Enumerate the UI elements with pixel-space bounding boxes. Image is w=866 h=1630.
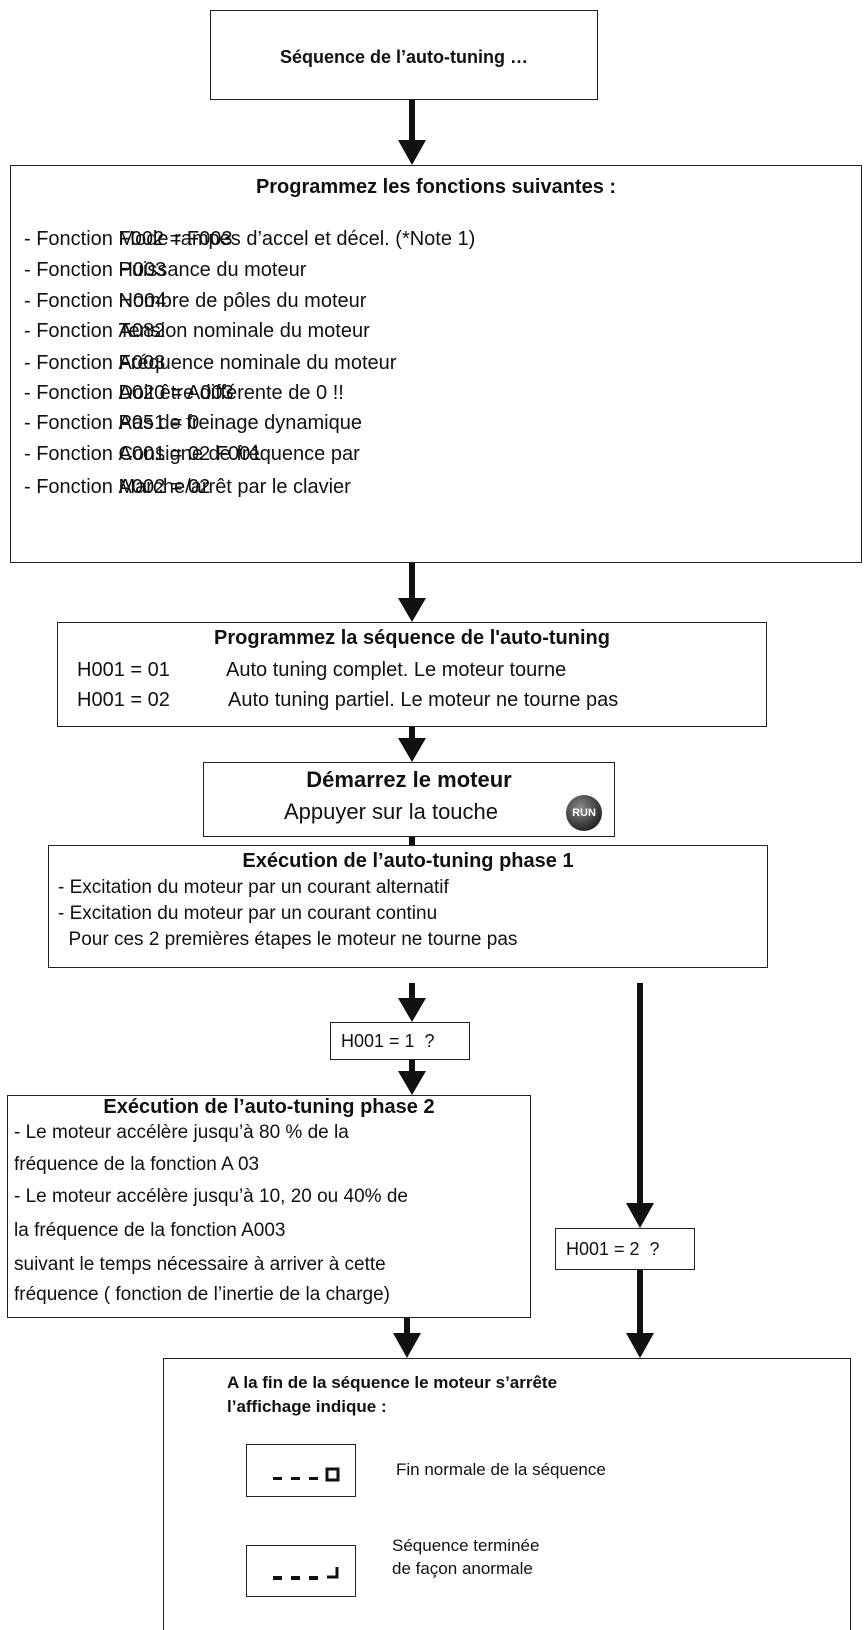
program-functions-title: Programmez les fonctions suivantes : [255, 176, 617, 198]
sequence-title: Séquence de l’auto-tuning … [279, 47, 528, 67]
autotuning-program-box: Programmez la séquence de l'auto-tuning … [57, 622, 767, 727]
check-h001-2-box: H001 = 2 ? [555, 1228, 695, 1270]
arrowhead-2 [398, 598, 426, 622]
phase2-line-5: suivant le temps nécessaire à arriver à … [14, 1254, 386, 1275]
phase2-line-2: fréquence de la fonction A 03 [14, 1154, 260, 1175]
normal-end-label: Fin normale de la séquence [396, 1460, 606, 1479]
end-title-line-2: l’affichage indique : [227, 1397, 387, 1416]
display-abnormal-end-glyphs [273, 1567, 339, 1580]
sequence-title-box: Séquence de l’auto-tuning … [210, 10, 598, 100]
check-h001-1-box: H001 = 1 ? [330, 1022, 470, 1060]
run-key-icon: RUN [566, 795, 602, 831]
display-normal-end [246, 1444, 356, 1497]
autotuning-program-title: Programmez la séquence de l'auto-tuning [214, 627, 610, 649]
phase1-line-3: Pour ces 2 premières étapes le moteur ne… [58, 929, 518, 950]
phase2-line-4: la fréquence de la fonction A003 [14, 1220, 286, 1241]
arrowhead-5 [398, 998, 426, 1022]
autotuning-code-2: H001 = 02 [77, 689, 170, 711]
display-normal-end-glyphs [273, 1467, 340, 1482]
check-h001-1: H001 = 1 ? [341, 1031, 435, 1051]
phase1-line-2: - Excitation du moteur par un courant co… [58, 903, 438, 924]
arrowhead-1 [398, 140, 426, 165]
arrowhead-3 [398, 738, 426, 762]
autotuning-code-1: H001 = 01 [77, 659, 170, 681]
arrowhead-9 [393, 1333, 421, 1358]
phase1-box: Exécution de l’auto-tuning phase 1 - Exc… [48, 845, 768, 968]
check-h001-2: H001 = 2 ? [566, 1239, 660, 1259]
autotuning-desc-1: Auto tuning complet. Le moteur tourne [226, 659, 567, 681]
program-functions-box: Programmez les fonctions suivantes : - F… [10, 165, 862, 563]
start-motor-title: Démarrez le moteur [306, 767, 512, 792]
abnormal-end-label-1: Séquence terminée [392, 1536, 540, 1555]
phase2-line-1: - Le moteur accélère jusqu’à 80 % de la [14, 1122, 349, 1143]
autotuning-desc-2: Auto tuning partiel. Le moteur ne tourne… [228, 689, 619, 711]
display-abnormal-end [246, 1545, 356, 1597]
arrowhead-7 [626, 1203, 654, 1228]
phase2-line-6: fréquence ( fonction de l’inertie de la … [14, 1284, 391, 1305]
start-motor-box: Démarrez le moteur Appuyer sur la touche… [203, 762, 615, 837]
arrowhead-8 [626, 1333, 654, 1358]
start-motor-line: Appuyer sur la touche [284, 799, 499, 824]
phase2-line-3: - Le moteur accélère jusqu’à 10, 20 ou 4… [14, 1186, 408, 1207]
arrowhead-6 [398, 1071, 426, 1095]
phase1-title: Exécution de l’auto-tuning phase 1 [242, 850, 574, 872]
phase1-line-1: - Excitation du moteur par un courant al… [58, 877, 449, 898]
end-sequence-box: A la fin de la séquence le moteur s’arrê… [163, 1358, 851, 1630]
phase2-title: Exécution de l’auto-tuning phase 2 [103, 1096, 435, 1118]
abnormal-end-label-2: de façon anormale [392, 1559, 533, 1578]
phase2-box: Exécution de l’auto-tuning phase 2 - Le … [7, 1095, 531, 1318]
end-title-line-1: A la fin de la séquence le moteur s’arrê… [227, 1373, 558, 1392]
